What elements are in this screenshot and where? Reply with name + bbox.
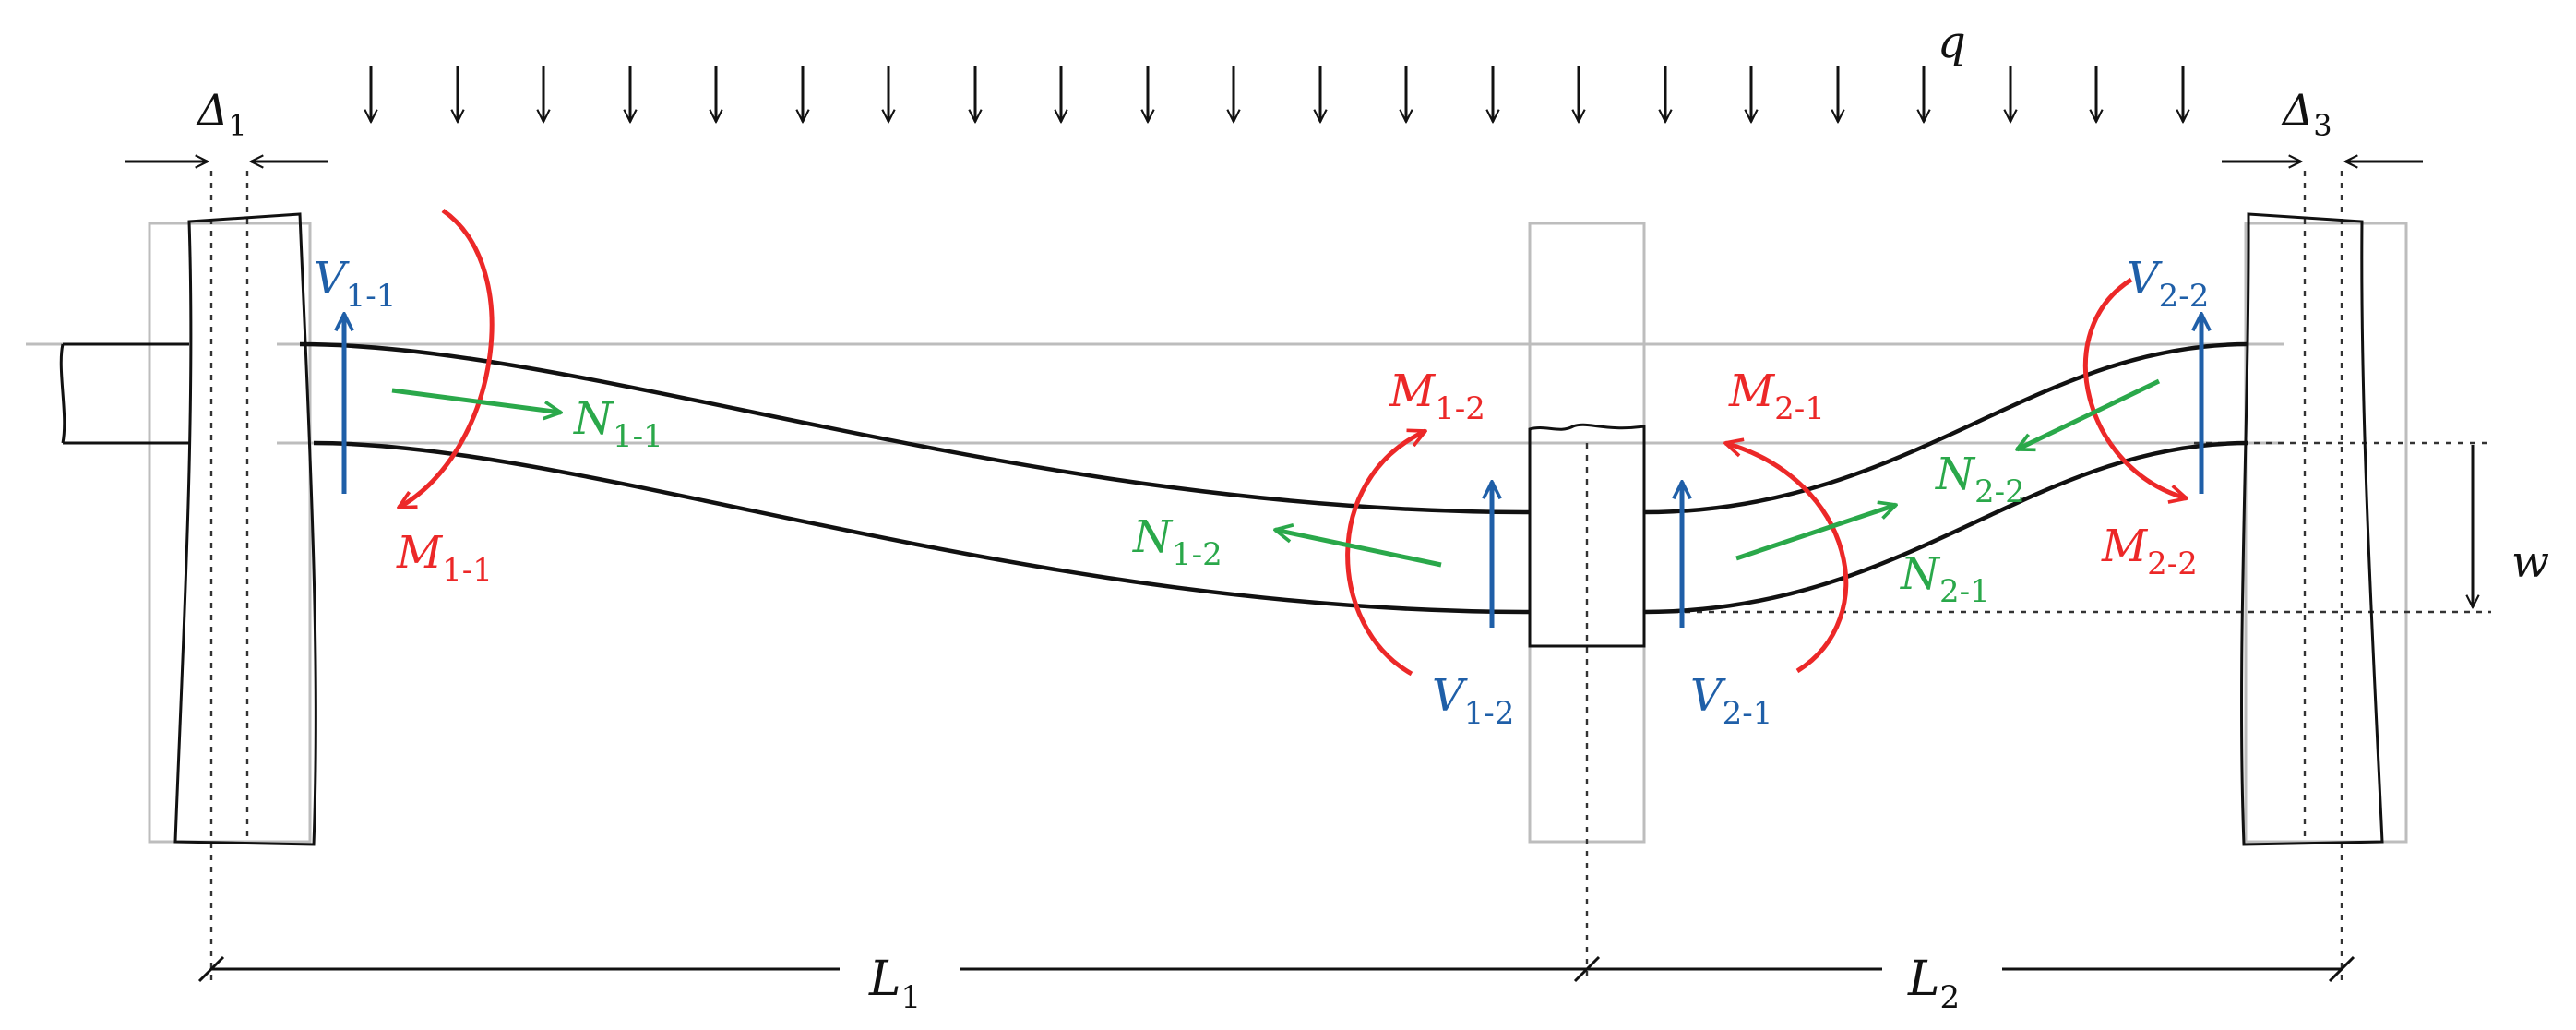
shear-1-2-label: V1-2	[1432, 670, 1514, 732]
deformed-columns	[173, 212, 2384, 846]
axial-arrows	[391, 378, 2161, 568]
span1-label: L1	[868, 952, 921, 1016]
moment-1-1-arrow	[399, 208, 495, 510]
right-column-original	[2244, 222, 2408, 844]
tick-right	[2328, 955, 2355, 983]
shear-2-2-label: V2-2	[2127, 253, 2209, 315]
labels: q Δ1 Δ3 w L1 L2 M1-1 M1-2 M2-1 M2-2 V1-1…	[196, 17, 2549, 1016]
span-dimensions	[197, 955, 2355, 983]
axial-1-1-label: N1-1	[573, 393, 663, 455]
left-beam-stub	[59, 342, 189, 445]
beam-span-1-bottom	[313, 440, 1531, 615]
beam-span-2-top	[1643, 341, 2249, 515]
deformed-beam	[299, 341, 2249, 615]
axial-2-1-arrow	[1735, 505, 1896, 561]
moment-1-1-label: M1-1	[396, 527, 493, 589]
undeformed-outline	[26, 222, 2408, 844]
left-column	[173, 212, 317, 846]
deflection-label: w	[2511, 536, 2549, 588]
delta1-label: Δ1	[196, 85, 247, 143]
left-stub	[59, 342, 189, 445]
load-label: q	[1938, 17, 1966, 68]
moment-2-2-arrow	[2083, 277, 2187, 498]
beam-span-1-top	[299, 341, 1531, 515]
axial-1-2-arrow	[1275, 530, 1442, 568]
axial-1-2-label: N1-2	[1132, 511, 1222, 573]
moment-1-2-label: M1-2	[1389, 365, 1485, 427]
moment-2-1-label: M2-1	[1728, 365, 1825, 427]
moment-arrows	[399, 208, 2187, 677]
tick-middle	[1573, 955, 1601, 983]
shear-2-1-label: V2-1	[1690, 670, 1772, 732]
left-column-original	[148, 222, 312, 844]
tick-left	[197, 955, 225, 983]
distributed-load-arrows	[371, 66, 2183, 122]
moment-2-1-arrow	[1725, 443, 1849, 674]
delta3-label: Δ3	[2281, 85, 2332, 143]
shear-arrows	[344, 314, 2201, 628]
middle-column-joint	[1528, 423, 1646, 648]
right-column	[2240, 212, 2384, 846]
moment-2-2-label: M2-2	[2101, 521, 2198, 582]
moment-1-2-arrow	[1345, 431, 1425, 677]
shear-1-1-label: V1-1	[314, 253, 396, 315]
axial-2-2-arrow	[2017, 378, 2161, 452]
axial-2-2-label: N2-2	[1935, 449, 2025, 510]
beam-span-2-bottom	[1643, 440, 2249, 615]
axial-2-1-label: N2-1	[1900, 548, 1990, 610]
span2-label: L2	[1907, 952, 1960, 1016]
axial-1-1-arrow	[391, 388, 561, 413]
